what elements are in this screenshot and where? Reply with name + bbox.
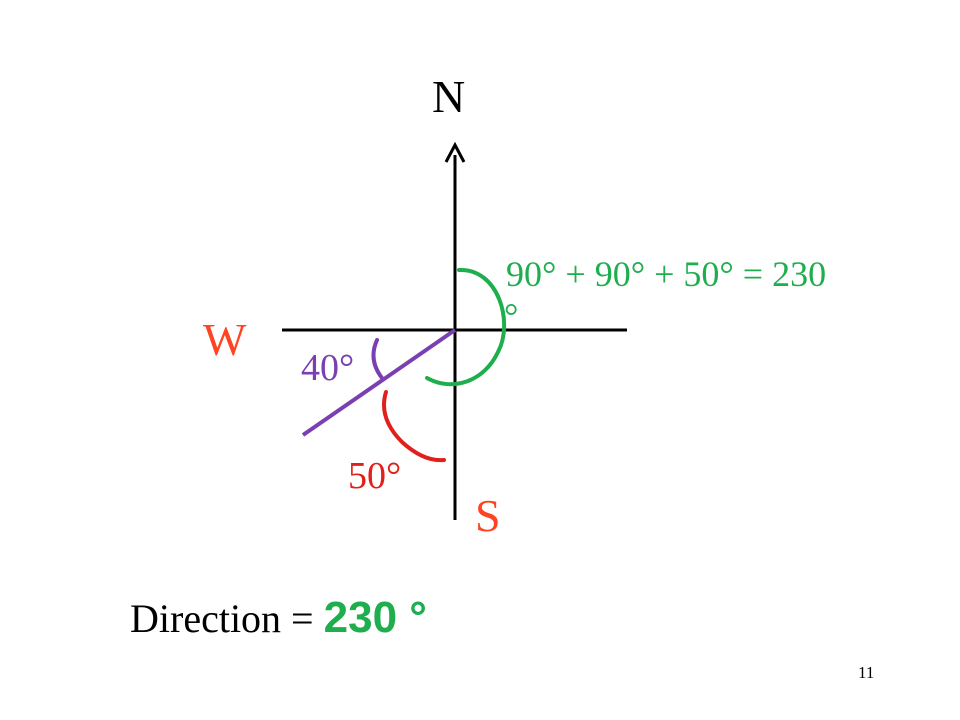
angle-arc-50	[382, 390, 446, 463]
south-label: S	[475, 490, 501, 541]
slide-number: 11	[858, 663, 875, 682]
angle-arc-40	[371, 338, 384, 380]
angle-sum-equation: 90° + 90° + 50° = 230	[506, 254, 827, 294]
angle-sum-degree-symbol: °	[504, 296, 519, 336]
bearing-line	[301, 328, 457, 437]
direction-value: 230 °	[323, 593, 427, 642]
north-arrowhead	[444, 141, 466, 163]
angle-label-50: 50°	[348, 455, 402, 497]
north-label: N	[432, 71, 466, 122]
angle-label-40: 40°	[301, 347, 355, 389]
angle-arc-230	[425, 267, 507, 387]
west-label: W	[203, 314, 247, 365]
direction-statement: Direction = 230 °	[130, 596, 427, 640]
direction-prefix: Direction =	[130, 596, 324, 641]
